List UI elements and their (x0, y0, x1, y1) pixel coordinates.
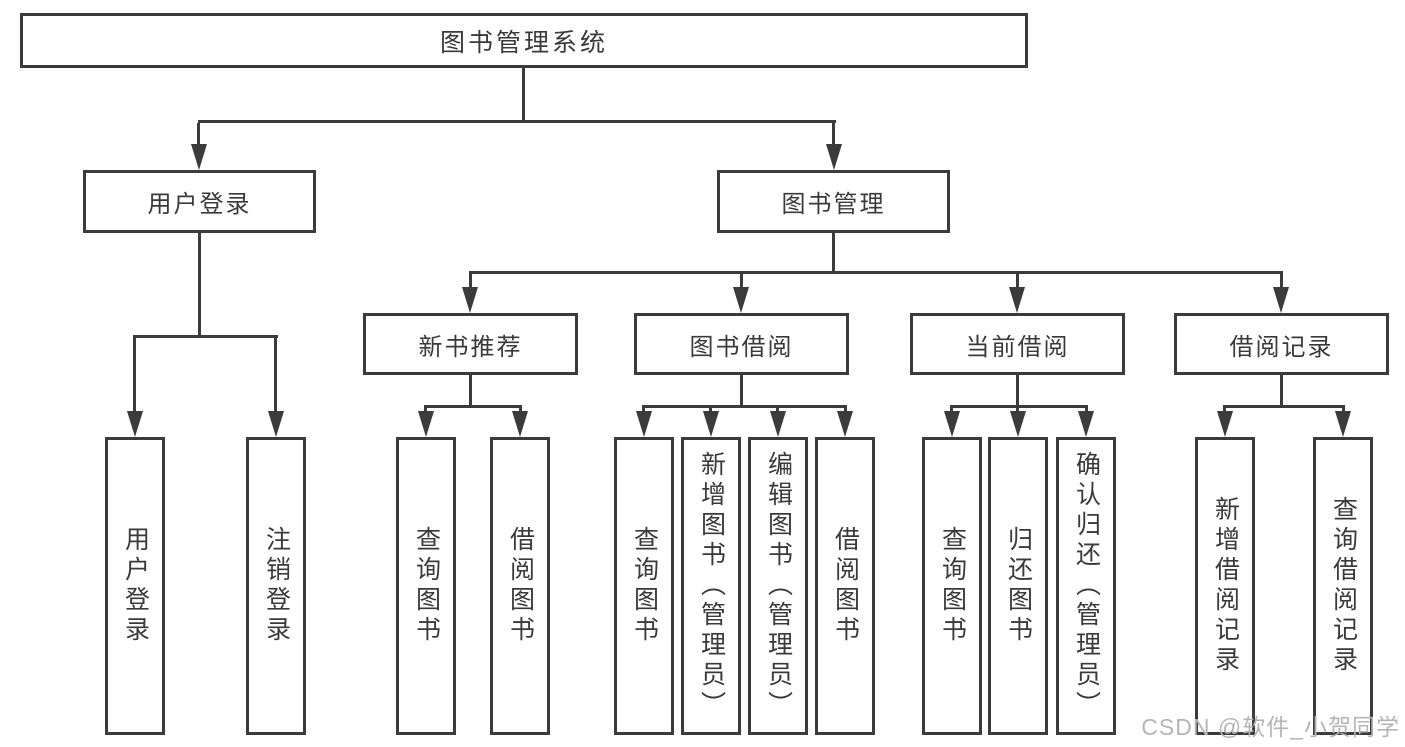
connector-book-management-stem (832, 233, 835, 274)
connector-root-stem (522, 68, 525, 123)
leaf-label: 注销登录 (262, 526, 291, 646)
connector-stub (709, 405, 712, 414)
node-library-management-system: 图书管理系统 (20, 13, 1028, 68)
leaf-label: 归还图书 (1004, 526, 1033, 646)
node-label: 用户登录 (147, 191, 252, 218)
connector-stub (642, 405, 645, 414)
node-label: 新书推荐 (418, 333, 523, 361)
connector-drop-user-login (197, 123, 200, 148)
arrowhead-leaf (703, 411, 719, 437)
connector-level3-bar (469, 271, 1283, 274)
arrowhead-leaf (1217, 411, 1233, 437)
leaf-borrow-books-recommend: 借阅图书 (490, 437, 550, 735)
leaf-add-borrow-record: 新增借阅记录 (1195, 437, 1255, 735)
leaf-edit-books-admin: 编辑图书（管理员） (748, 437, 808, 735)
csdn-watermark: CSDN @软件_小贺同学 (1141, 714, 1400, 740)
node-label: 图书借阅 (689, 333, 794, 361)
node-label: 图书管理 (781, 191, 886, 218)
node-book-borrowing: 图书借阅 (634, 313, 849, 375)
arrowhead-user-login (191, 144, 207, 170)
arrowhead-current-borrowing (1009, 287, 1025, 313)
node-borrowing-records: 借阅记录 (1174, 313, 1389, 375)
leaf-label: 查询图书 (938, 526, 967, 646)
leaf-label: 借阅图书 (506, 526, 535, 646)
arrowhead-leaf (1335, 411, 1351, 437)
connector-borrowing-records-stem (1280, 375, 1283, 408)
connector-borrowing-records-bar (1223, 405, 1345, 408)
connector-new-book-bar (424, 405, 522, 408)
connector-current-borrowing-bar (950, 405, 1088, 408)
arrowhead-borrowing-records (1273, 287, 1289, 313)
leaf-label: 新增借阅记录 (1211, 496, 1240, 676)
connector-stub (844, 405, 847, 414)
connector-book-borrowing-stem (740, 375, 743, 408)
connector-stub (1342, 405, 1345, 414)
connector-stub (1016, 405, 1019, 414)
connector-user-login-bar (133, 335, 278, 338)
leaf-label: 用户登录 (121, 526, 150, 646)
leaf-confirm-return-admin: 确认归还（管理员） (1056, 437, 1116, 735)
connector-drop-book-management (832, 123, 835, 148)
leaf-query-books-recommend: 查询图书 (396, 437, 456, 735)
leaf-query-borrow-record: 查询借阅记录 (1313, 437, 1373, 735)
node-label: 借阅记录 (1229, 333, 1334, 361)
connector-book-borrowing-bar (642, 405, 847, 408)
arrowhead-leaf (512, 411, 528, 437)
arrowhead-book-borrowing (733, 287, 749, 313)
connector-level1-bar (198, 120, 836, 123)
arrowhead-book-management (826, 144, 842, 170)
leaf-label: 查询图书 (630, 526, 659, 646)
leaf-label: 查询借阅记录 (1329, 496, 1358, 676)
leaf-borrow-books: 借阅图书 (815, 437, 875, 735)
node-label: 图书管理系统 (439, 28, 608, 57)
connector-drop-leaf-logout (274, 338, 277, 413)
arrowhead-leaf (770, 411, 786, 437)
leaf-label: 查询图书 (412, 526, 441, 646)
connector-new-book-stem (469, 375, 472, 408)
arrowhead-leaf (944, 411, 960, 437)
connector-stub (1085, 405, 1088, 414)
node-label: 当前借阅 (965, 333, 1070, 361)
arrowhead-leaf (1010, 411, 1026, 437)
leaf-query-books-borrowing: 查询图书 (614, 437, 674, 735)
connector-drop-book-borrowing (740, 274, 743, 289)
leaf-query-books-current: 查询图书 (922, 437, 982, 735)
leaf-label: 借阅图书 (831, 526, 860, 646)
connector-drop-new-book (469, 274, 472, 289)
arrowhead-leaf (837, 411, 853, 437)
node-book-management: 图书管理 (717, 170, 950, 233)
arrowhead-leaf (418, 411, 434, 437)
arrowhead-leaf-logout (268, 411, 284, 437)
connector-stub (1223, 405, 1226, 414)
connector-stub (519, 405, 522, 414)
leaf-user-login: 用户登录 (105, 437, 165, 735)
connector-drop-borrowing-records (1280, 274, 1283, 289)
leaf-logout: 注销登录 (246, 437, 306, 735)
node-current-borrowing: 当前借阅 (910, 313, 1125, 375)
leaf-label: 确认归还（管理员） (1072, 451, 1101, 721)
connector-stub (424, 405, 427, 414)
arrowhead-leaf (636, 411, 652, 437)
arrowhead-leaf (1078, 411, 1094, 437)
connector-user-login-stem (198, 233, 201, 338)
leaf-return-books: 归还图书 (988, 437, 1048, 735)
connector-current-borrowing-stem (1016, 375, 1019, 408)
connector-drop-current-borrowing (1016, 274, 1019, 289)
leaf-label: 新增图书（管理员） (697, 451, 726, 721)
connector-stub (776, 405, 779, 414)
leaf-label: 编辑图书（管理员） (764, 451, 793, 721)
arrowhead-new-book (462, 287, 478, 313)
node-user-login: 用户登录 (83, 170, 316, 233)
arrowhead-leaf-user-login (127, 411, 143, 437)
connector-stub (950, 405, 953, 414)
leaf-add-books-admin: 新增图书（管理员） (681, 437, 741, 735)
node-new-book-recommendation: 新书推荐 (363, 313, 578, 375)
connector-drop-leaf-user-login (133, 338, 136, 413)
